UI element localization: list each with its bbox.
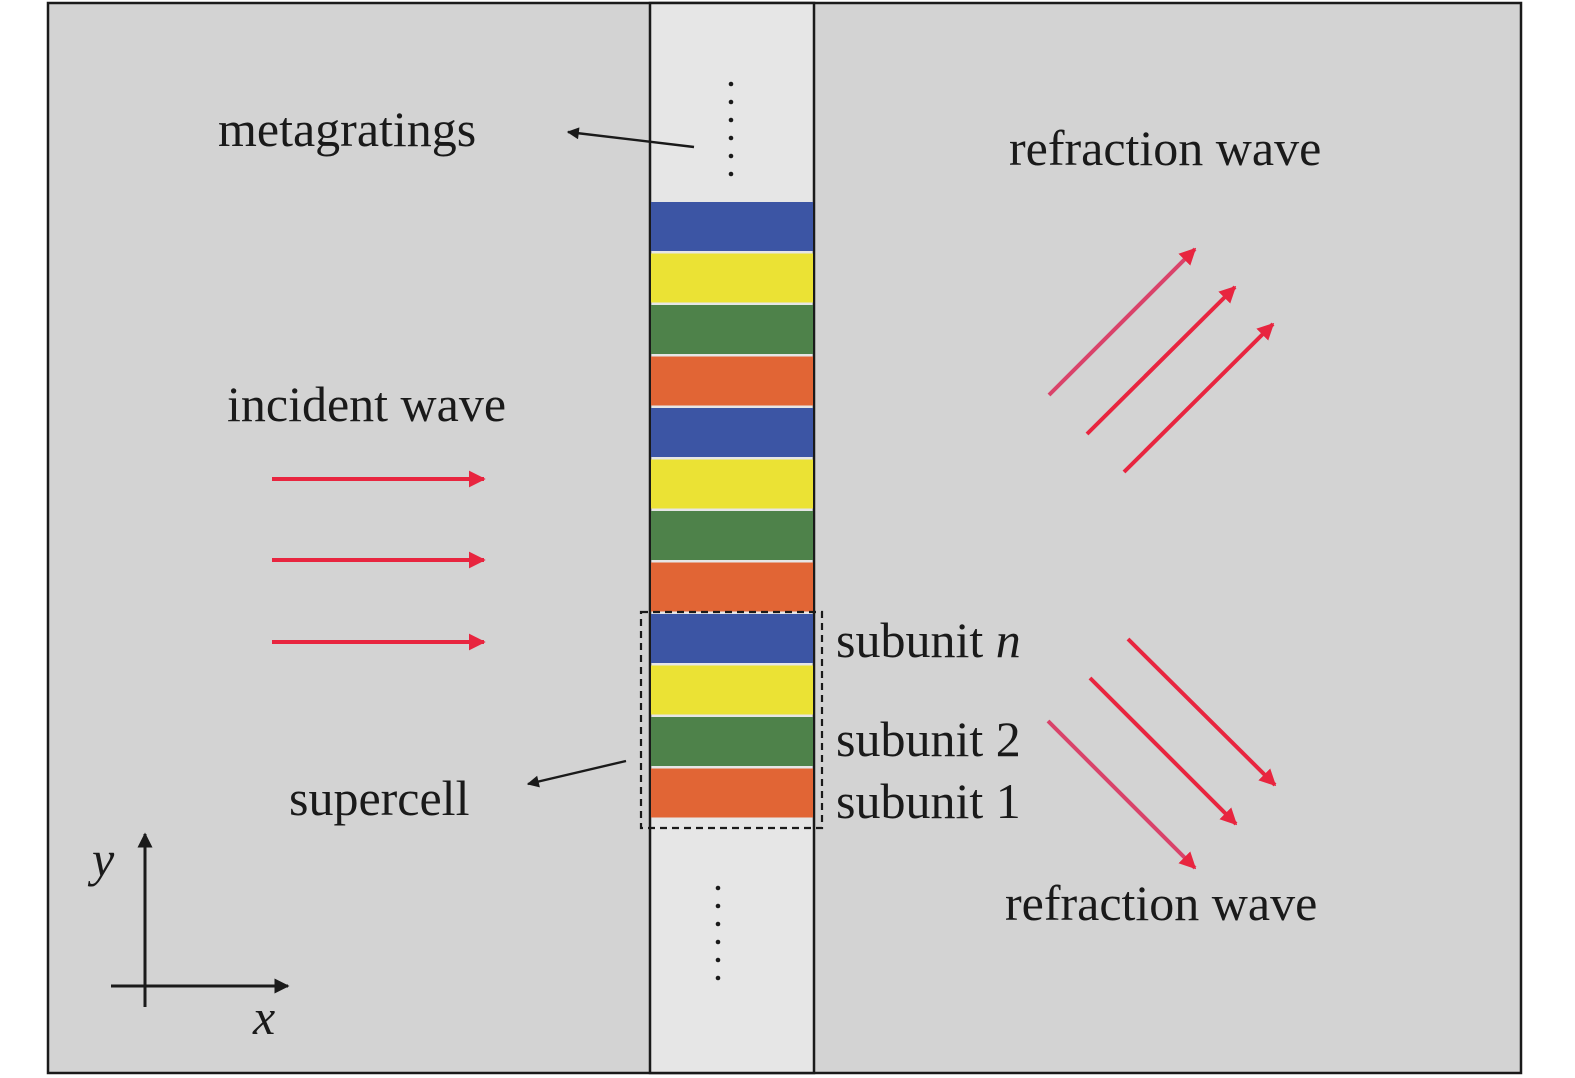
stripe-orange (651, 356, 813, 406)
refraction-arrow (1122, 322, 1275, 474)
metagratings-pointer-arrow (566, 127, 695, 149)
subunit-n-label: subunit n (836, 612, 1021, 668)
stripe-green (651, 305, 813, 354)
stripe-orange (651, 562, 813, 612)
subunit-1-label: subunit 1 (836, 773, 1021, 829)
x-axis-label: x (252, 989, 275, 1045)
refraction-wave-arrows-bottom (1046, 637, 1277, 870)
supercell-label: supercell (289, 770, 469, 826)
ellipsis-bottom (715, 885, 721, 981)
stripe-yellow (651, 253, 813, 303)
stripe-green (651, 511, 813, 560)
subunit-n-variable: n (996, 612, 1021, 668)
ellipsis-top (728, 81, 734, 177)
stripe-yellow (651, 459, 813, 509)
stripe-blue (651, 202, 813, 251)
incident-wave-label: incident wave (227, 376, 506, 432)
refraction-arrow (1126, 637, 1277, 787)
refraction-wave-label-top: refraction wave (1009, 120, 1321, 176)
coordinate-axes (111, 832, 290, 1007)
metagrating-stripes (651, 202, 813, 818)
stripe-green (651, 717, 813, 766)
refraction-wave-label-bottom: refraction wave (1005, 875, 1317, 931)
subunit-2-label: subunit 2 (836, 711, 1021, 767)
refraction-arrow (1046, 719, 1197, 870)
subunit-n-prefix: subunit (836, 612, 983, 668)
y-axis-label: y (87, 831, 115, 887)
incident-wave-arrows (272, 470, 486, 651)
refraction-arrow (1088, 676, 1238, 826)
refraction-arrow (1085, 285, 1237, 436)
stripe-yellow (651, 665, 813, 715)
refraction-wave-arrows-top (1047, 247, 1275, 474)
metagratings-label: metagratings (218, 101, 476, 157)
stripe-blue (651, 408, 813, 457)
stripe-blue (651, 614, 813, 663)
stripe-orange (651, 768, 813, 818)
supercell-pointer-arrow (526, 759, 627, 788)
supercell-outline (639, 610, 824, 830)
refraction-arrow (1047, 247, 1197, 397)
